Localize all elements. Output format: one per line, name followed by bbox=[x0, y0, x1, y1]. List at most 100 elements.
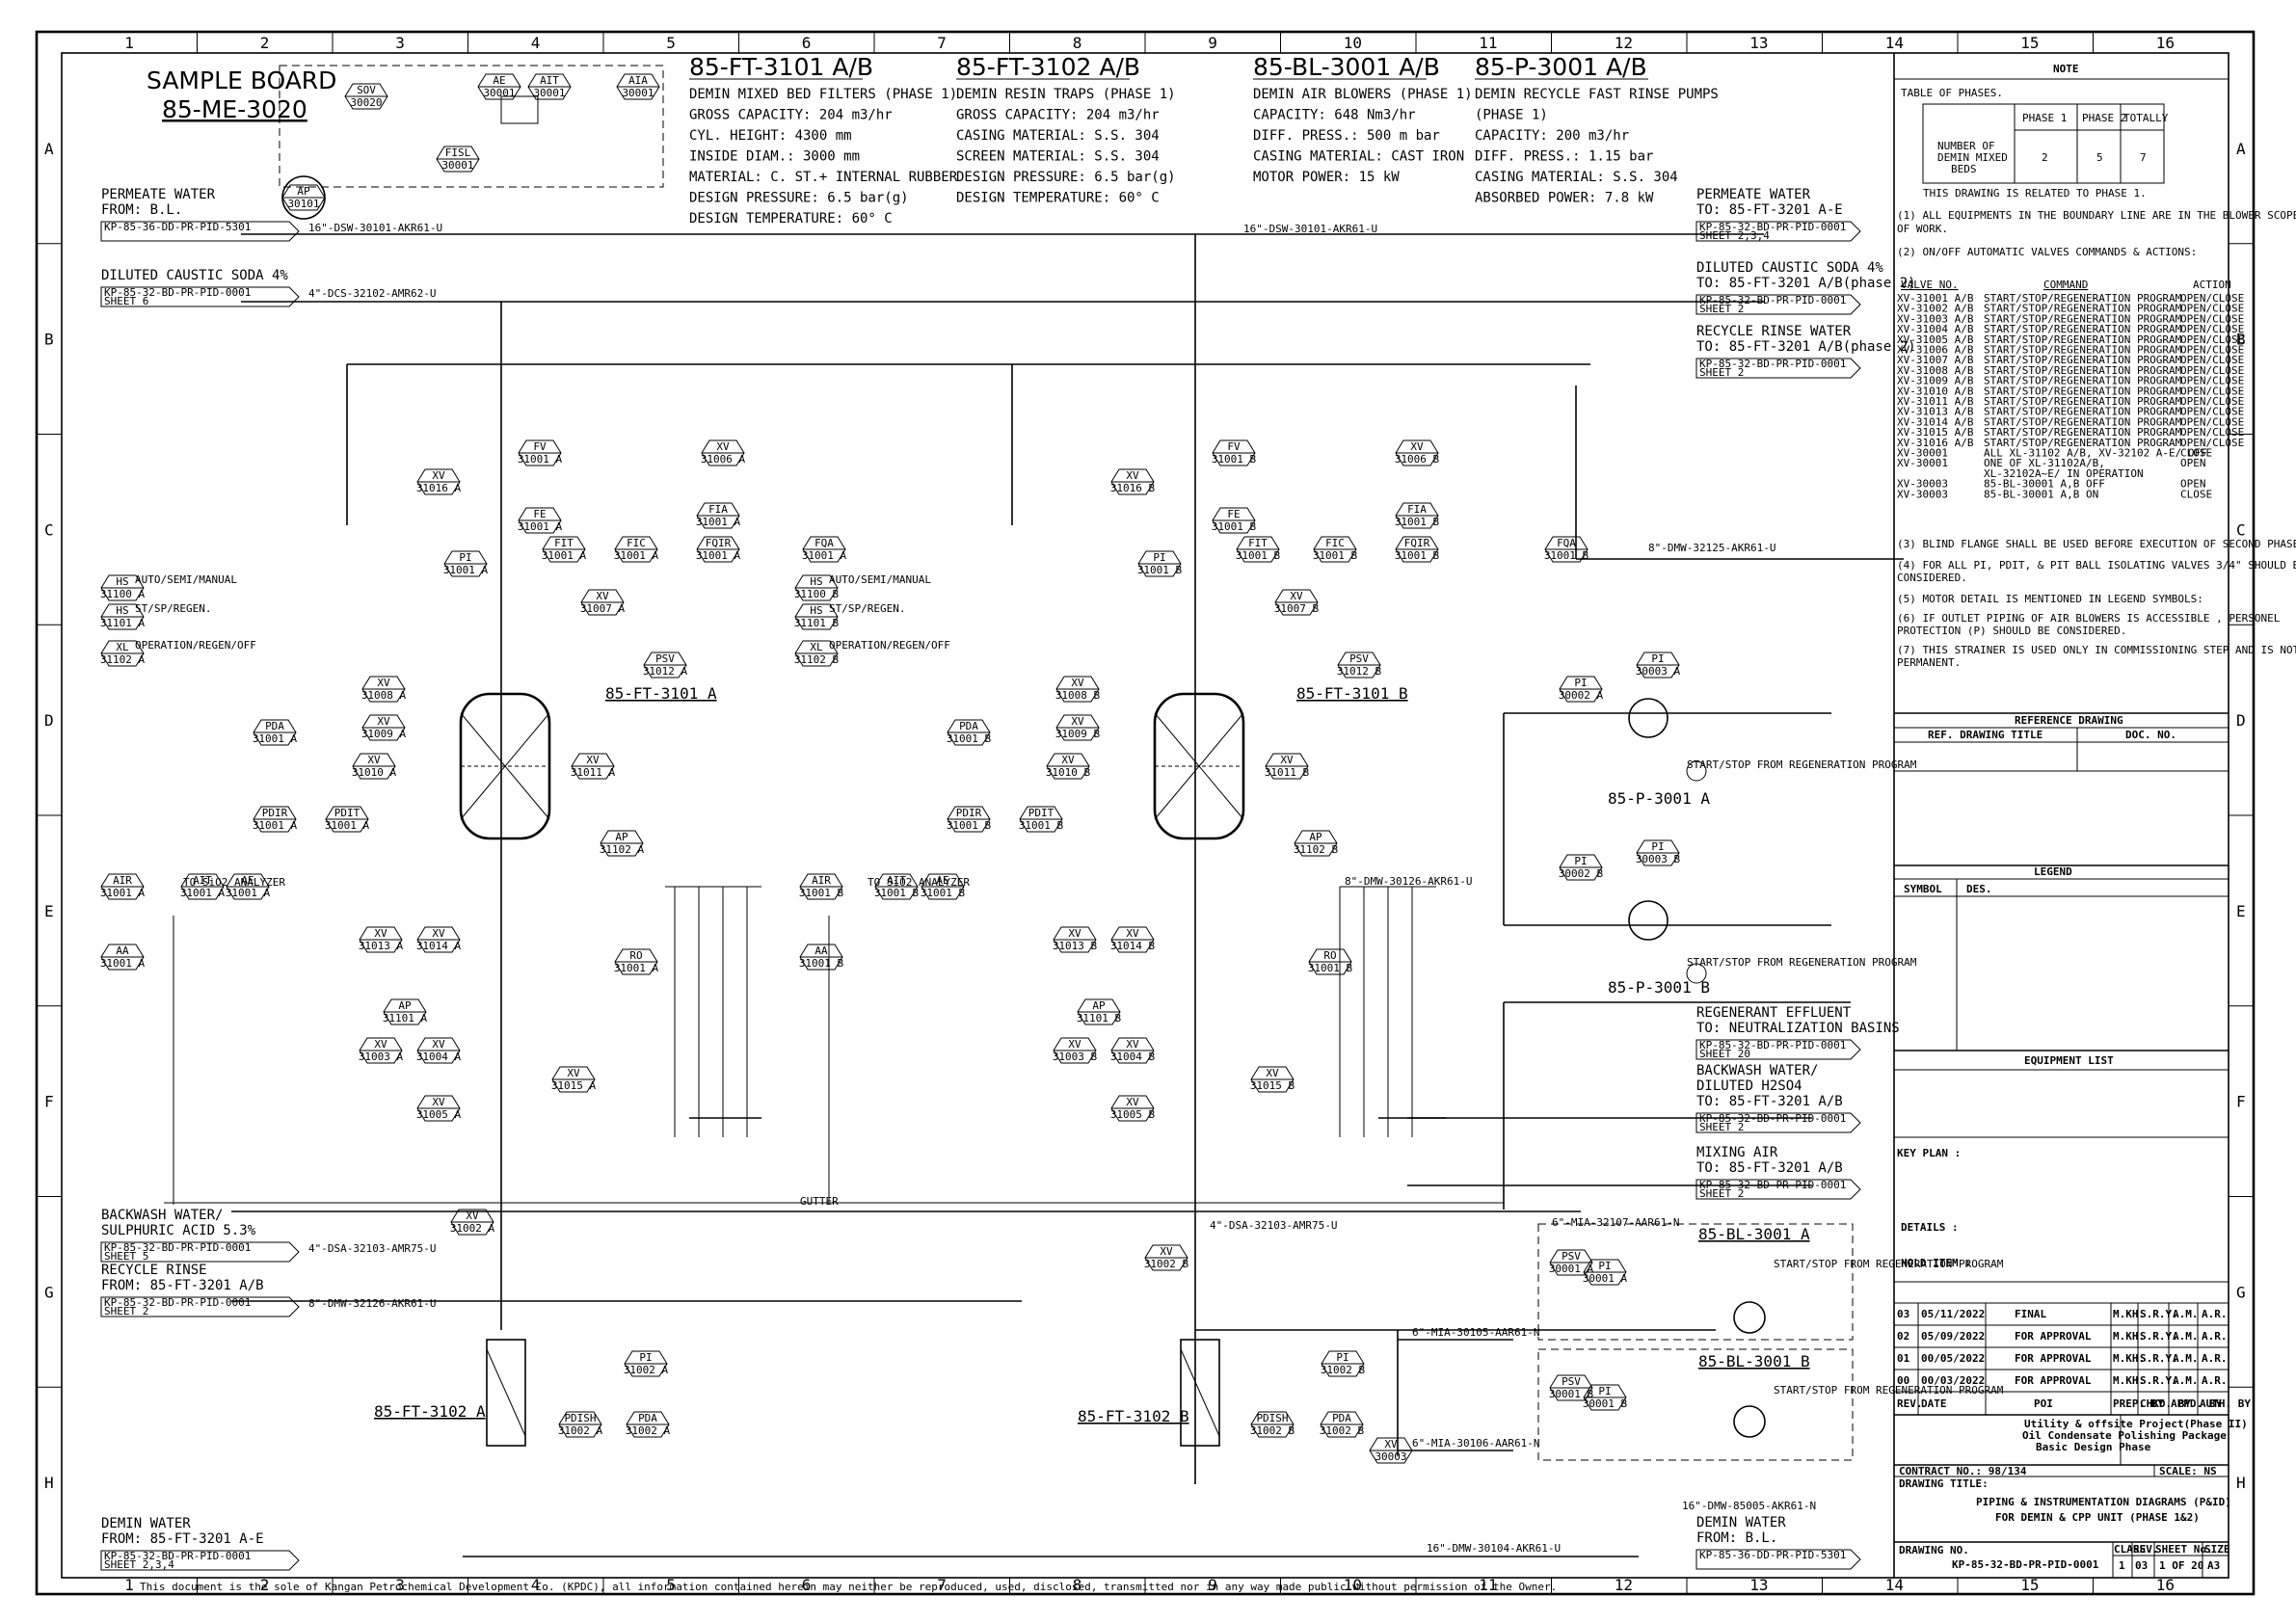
equipment-header-line: DEMIN RECYCLE FAST RINSE PUMPS bbox=[1475, 87, 1719, 102]
filter-a-tag: 85-FT-3101 A bbox=[605, 684, 717, 703]
valve-table-cell: OPEN bbox=[2180, 478, 2206, 491]
rev-cell: M.KH. bbox=[2113, 1308, 2145, 1320]
rev-header: CHKD. BY bbox=[2140, 1397, 2191, 1410]
valve-table-cell: START/STOP/REGENERATION PROGRAM bbox=[1984, 395, 2182, 408]
instrument-function: PI bbox=[1598, 1260, 1611, 1272]
stream-ref: KP-85-32-BD-PR-PID-0001 bbox=[1699, 221, 1846, 233]
effluent-b-line-label: 8"-DMW-30126-AKR61-U bbox=[1345, 875, 1472, 888]
instrument-number: 31006 A bbox=[701, 453, 746, 466]
instrument-number: 31016 A bbox=[416, 482, 462, 494]
valve-table-cell: OPEN/CLOSE bbox=[2180, 292, 2244, 305]
stream-sheet: SHEET 2 bbox=[1699, 1121, 1744, 1133]
stream-ref: KP-85-32-BD-PR-PID-0001 bbox=[1699, 358, 1846, 370]
grid-row-label: B bbox=[2236, 331, 2246, 349]
grid-row-label: F bbox=[44, 1093, 54, 1111]
valve-table-cell: 85-BL-30001 A,B OFF bbox=[1984, 478, 2105, 491]
stream-title: TO: 85-FT-3201 A/B bbox=[1696, 1160, 1843, 1176]
valve-table-cell: START/STOP/REGENERATION PROGRAM bbox=[1984, 415, 2182, 428]
rev-cell: 01 bbox=[1897, 1352, 1910, 1365]
instrument-function: XV bbox=[1384, 1438, 1398, 1450]
equipment-header-line: DESIGN TEMPERATURE: 60° C bbox=[689, 211, 893, 226]
grid-row-label: B bbox=[44, 331, 54, 349]
details-title: DETAILS : bbox=[1901, 1221, 1959, 1234]
reference-col1: REF. DRAWING TITLE bbox=[1928, 729, 2042, 741]
instrument-number: 31001 A bbox=[226, 887, 271, 899]
equipment-list-title: EQUIPMENT LIST bbox=[2024, 1054, 2114, 1067]
instrument-number: 31015 B bbox=[1250, 1079, 1295, 1092]
grid-column-label: 8 bbox=[1073, 34, 1082, 52]
valve-table-cell: OPEN/CLOSE bbox=[2180, 354, 2244, 366]
instrument-function: AA bbox=[116, 945, 129, 957]
stream-title: DEMIN WATER bbox=[101, 1516, 191, 1531]
instrument-number: 31002 A bbox=[624, 1364, 669, 1376]
valve-table-cell: CLOSE bbox=[2180, 447, 2212, 460]
instrument-number: 31004 B bbox=[1110, 1051, 1156, 1063]
stream-title: FROM: 85-FT-3201 A/B bbox=[101, 1278, 264, 1293]
valve-table-cell: XV-30001 bbox=[1897, 457, 1948, 469]
grid-column-label: 13 bbox=[1749, 34, 1768, 52]
instrument-number: 30003 bbox=[1375, 1450, 1406, 1463]
rev-label: REV. bbox=[2133, 1543, 2159, 1556]
stream-title: RECYCLE RINSE WATER bbox=[1696, 324, 1852, 339]
st-sp-label-a: ST/SP/REGEN. bbox=[135, 602, 211, 615]
main-demin-line-label: 16"-DSW-30101-AKR61-U bbox=[1243, 223, 1377, 235]
phases-table: PHASE 1 PHASE 2 TOTALLY NUMBER OF DEMIN … bbox=[1922, 103, 2169, 184]
equipment-header-line: DEMIN RESIN TRAPS (PHASE 1) bbox=[956, 87, 1176, 102]
instrument-function: XV bbox=[1061, 754, 1075, 766]
valve-table-cell: XV-31006 A/B bbox=[1897, 344, 1974, 357]
grid-column-label: 8 bbox=[1073, 1576, 1082, 1594]
valve-table-cell: ALL XL-31102 A/B, XV-32102 A-E/ OFF bbox=[1984, 447, 2207, 460]
valve-table-cell: OPEN/CLOSE bbox=[2180, 375, 2244, 387]
stream-sheet: SHEET 2 bbox=[1699, 303, 1744, 315]
valve-table-cell: START/STOP/REGENERATION PROGRAM bbox=[1984, 333, 2182, 346]
instrument-function: XV bbox=[567, 1067, 580, 1079]
equipment-header-line: DEMIN MIXED BED FILTERS (PHASE 1) bbox=[689, 87, 957, 102]
rev-cell: 00/03/2022 bbox=[1921, 1374, 1985, 1387]
grid-column-label: 7 bbox=[937, 1576, 947, 1594]
blower-a bbox=[1733, 1301, 1766, 1334]
equipment-header-line: DIFF. PRESS.: 500 m bar bbox=[1253, 128, 1440, 144]
op-regen-label-b: OPERATION/REGEN/OFF bbox=[829, 639, 950, 652]
instrument-number: 31001 B bbox=[1212, 453, 1257, 466]
blower-a-tag: 85-BL-3001 A bbox=[1698, 1225, 1810, 1243]
rev-cell: S.R.Y. bbox=[2140, 1308, 2178, 1320]
rev-cell: A.R. bbox=[2202, 1330, 2228, 1343]
instrument-function: AIT bbox=[540, 74, 559, 87]
instrument-function: AA bbox=[814, 945, 828, 957]
instrument-number: 31009 A bbox=[361, 728, 407, 740]
instrument-number: 31002 B bbox=[1321, 1364, 1366, 1376]
stream-sheet: SHEET 2 bbox=[1699, 366, 1744, 379]
instrument-function: FQA bbox=[814, 537, 834, 549]
instrument-function: AIR bbox=[812, 874, 831, 887]
valve-table-cell: XV-31001 A/B bbox=[1897, 292, 1974, 305]
instrument-function: FIT bbox=[554, 537, 574, 549]
equipment-header-line: DEMIN AIR BLOWERS (PHASE 1) bbox=[1253, 87, 1473, 102]
note-line: (7) THIS STRAINER IS USED ONLY IN COMMIS… bbox=[1897, 644, 2296, 656]
instrument-function: PDA bbox=[1332, 1412, 1351, 1424]
instrument-function: AP bbox=[615, 831, 628, 843]
instrument-function: RO bbox=[1323, 949, 1336, 962]
stream-title: TO: 85-FT-3201 A/B bbox=[1696, 1094, 1843, 1109]
stream-flag bbox=[1695, 1112, 1861, 1133]
valve-table-cell: XV-31015 A/B bbox=[1897, 426, 1974, 439]
grid-column-label: 12 bbox=[1615, 1576, 1633, 1594]
stream-line: 8"-DMW-32126-AKR61-U bbox=[308, 1297, 436, 1310]
valve-table-cell: XV-31011 A/B bbox=[1897, 395, 1974, 408]
sheet-label: SHEET No. bbox=[2155, 1543, 2213, 1556]
